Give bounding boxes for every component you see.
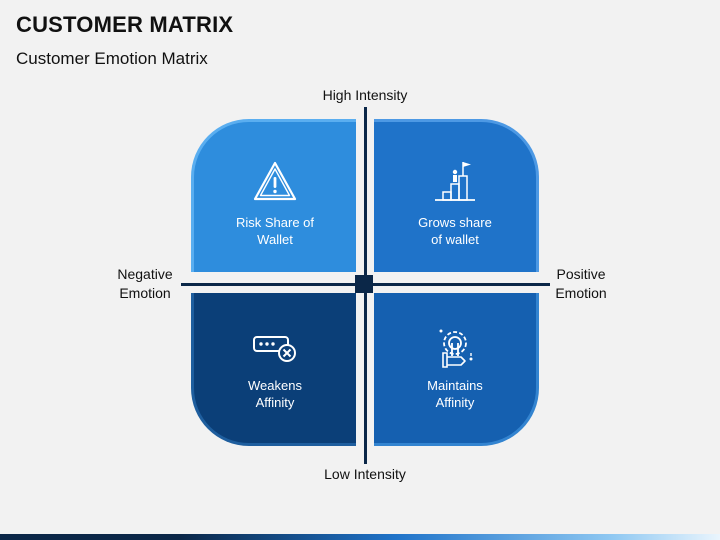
label-line-1: Risk Share of [235, 215, 315, 230]
label-line-1: Grows share [418, 215, 492, 230]
quadrant-label: Risk Share of Wallet [215, 214, 335, 248]
label-line-2: Affinity [435, 395, 475, 410]
label-line-2: Affinity [255, 395, 295, 410]
axis-label-low-intensity: Low Intensity [324, 466, 406, 482]
warning-triangle-icon [253, 161, 297, 201]
axis-label-line-2: Emotion [555, 285, 607, 301]
footer-gradient-bar [0, 534, 720, 540]
page-title: CUSTOMER MATRIX [16, 12, 234, 37]
password-error-icon [253, 336, 296, 362]
quadrant-label: Grows share of wallet [395, 214, 515, 248]
quadrant-label: Weakens Affinity [215, 377, 335, 411]
axis-label-line-1: Negative [117, 266, 173, 282]
gear-maintenance-icon [439, 329, 473, 368]
axis-label-line-1: Positive [556, 266, 606, 282]
label-line-2: Wallet [257, 232, 293, 247]
quadrant-weakens-affinity: Weakens Affinity [191, 293, 356, 446]
quadrant-risk-share-of-wallet: Risk Share of Wallet [191, 119, 356, 272]
quadrant-label: Maintains Affinity [395, 377, 515, 411]
summit-flag-icon [435, 162, 475, 201]
label-line-1: Weakens [248, 378, 302, 393]
axis-center-marker [355, 275, 373, 293]
page-subtitle: Customer Emotion Matrix [16, 49, 208, 68]
axis-label-high-intensity: High Intensity [322, 87, 408, 103]
quadrant-maintains-affinity: Maintains Affinity [374, 293, 539, 446]
axis-label-negative-emotion: Negative Emotion [90, 265, 200, 303]
quadrant-grows-share-of-wallet: Grows share of wallet [374, 119, 539, 272]
axis-label-positive-emotion: Positive Emotion [531, 265, 631, 303]
axis-label-line-2: Emotion [119, 285, 171, 301]
label-line-1: Maintains [427, 378, 483, 393]
label-line-2: of wallet [431, 232, 479, 247]
